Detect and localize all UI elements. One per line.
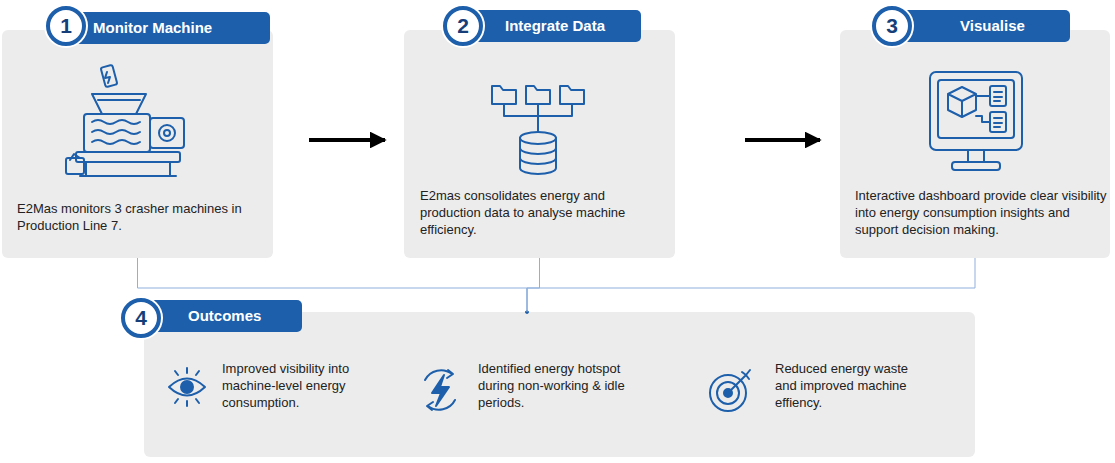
link-line [527, 258, 540, 312]
step-heading: Monitor Machine [55, 12, 270, 44]
flow-arrow [309, 138, 385, 142]
step-description: E2mas consolidates energy and production… [420, 187, 634, 238]
step-heading: Visualise [895, 10, 1070, 42]
step-panel: Monitor MachineE2Mas monitors 3 crasher … [2, 30, 273, 258]
step-panel: Integrate DataE2mas consolidates energy … [404, 30, 675, 258]
step-description: E2Mas monitors 3 crasher machines in Pro… [17, 200, 245, 234]
outcomes-heading: Outcomes [150, 300, 302, 332]
outcomes-panel: OutcomesImproved visibility into machine… [144, 312, 975, 457]
step-description: Interactive dashboard provide clear visi… [855, 187, 1107, 238]
outcome-text: Reduced energy waste and improved machin… [775, 360, 923, 411]
step-panel: VisualiseInteractive dashboard provide c… [840, 30, 1110, 258]
link-line [527, 258, 975, 312]
callout-number: 1 [46, 6, 86, 46]
callout-number: 4 [121, 298, 161, 338]
callout-number: 2 [443, 6, 483, 46]
flow-arrow [745, 138, 820, 142]
callout-number: 3 [872, 6, 912, 46]
outcome-text: Identified energy hotspot during non-wor… [478, 360, 640, 411]
outcome-text: Improved visibility into machine-level e… [222, 360, 392, 411]
